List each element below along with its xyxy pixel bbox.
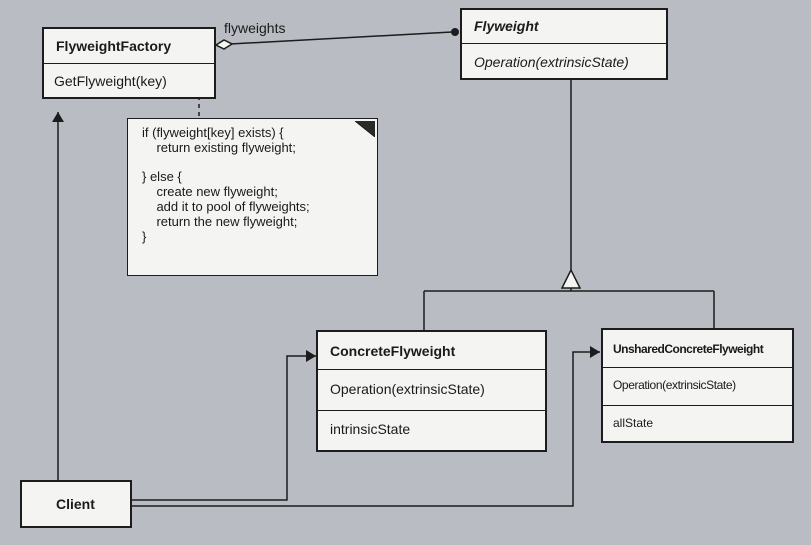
inheritance-lines [423, 78, 715, 331]
class-name: ConcreteFlyweight [318, 332, 545, 370]
class-attribute: intrinsicState [330, 421, 411, 437]
many-multiplicity-dot [451, 28, 459, 36]
unshared-concrete-flyweight-class: UnsharedConcreteFlyweight Operation(extr… [601, 328, 794, 443]
note-line: if (flyweight[key] exists) { [142, 125, 284, 140]
association-label: flyweights [224, 20, 286, 36]
flyweight-class: Flyweight Operation(extrinsicState) [460, 8, 668, 80]
concrete-flyweight-class: ConcreteFlyweight Operation(extrinsicSta… [316, 330, 547, 452]
aggregation-diamond [214, 39, 234, 50]
client-to-concrete-arrow [130, 350, 316, 501]
aggregation-line [214, 28, 459, 50]
note-line [142, 155, 377, 169]
client-to-unshared-arrow [130, 346, 600, 507]
class-name: FlyweightFactory [44, 29, 214, 64]
note-folded-corner-icon [355, 121, 375, 137]
class-name: Client [56, 496, 95, 512]
note-line: add it to pool of flyweights; [142, 199, 310, 214]
note-line: create new flyweight; [142, 184, 278, 199]
note-line: return the new flyweight; [142, 214, 298, 229]
class-operation: Operation(extrinsicState) [318, 370, 545, 411]
class-operation: Operation(extrinsicState) [474, 54, 629, 70]
class-name: Flyweight [462, 10, 666, 44]
note-line: return existing flyweight; [142, 140, 296, 155]
note-line: } [142, 229, 147, 244]
inheritance-triangle [560, 268, 582, 289]
flyweight-factory-class: FlyweightFactory GetFlyweight(key) [42, 27, 216, 99]
factory-note: if (flyweight[key] exists) { return exis… [127, 118, 378, 276]
client-class: Client [20, 480, 132, 528]
class-operation: Operation(extrinsicState) [603, 368, 792, 406]
class-operation: GetFlyweight(key) [54, 73, 167, 89]
class-name: UnsharedConcreteFlyweight [603, 330, 792, 368]
class-attribute: allState [613, 416, 654, 430]
note-line: } else { [142, 169, 182, 184]
